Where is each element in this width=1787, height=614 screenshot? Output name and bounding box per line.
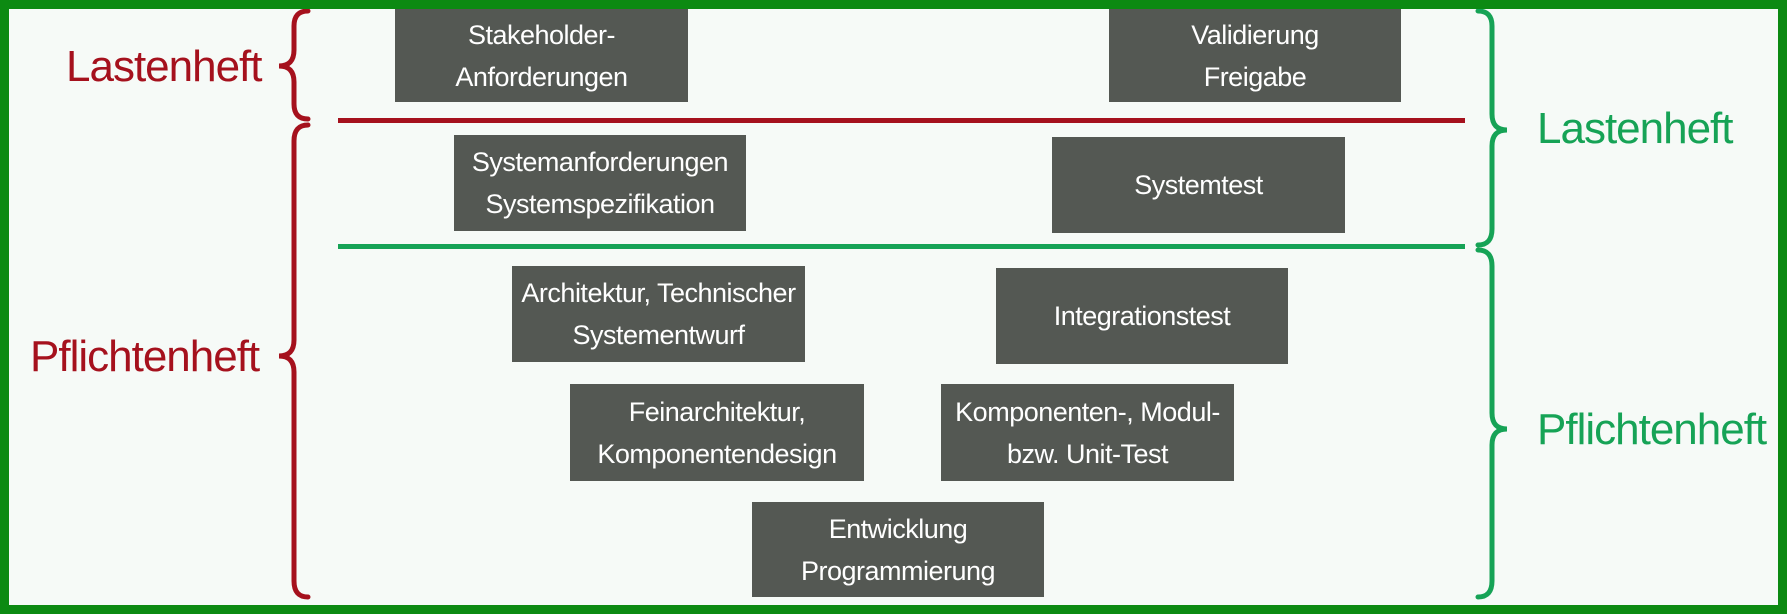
box-architektur: Architektur, Technischer Systementwurf bbox=[512, 266, 805, 362]
box-integrationstest: Integrationstest bbox=[996, 268, 1288, 364]
right-label-lastenheft: Lastenheft bbox=[1537, 104, 1733, 153]
box-text: Stakeholder- bbox=[467, 19, 616, 50]
box-stakeholder-anforderungen: Stakeholder- Anforderungen bbox=[395, 9, 688, 102]
box-text: Feinarchitektur, bbox=[628, 396, 806, 427]
box-systemtest: Systemtest bbox=[1052, 137, 1345, 233]
left-label-pflichtenheft: Pflichtenheft bbox=[30, 332, 260, 381]
box-komponenten-test: Komponenten-, Modul- bzw. Unit-Test bbox=[941, 384, 1234, 481]
box-text: Programmierung bbox=[800, 555, 996, 586]
box-text: Anforderungen bbox=[455, 61, 628, 92]
box-text: Architektur, Technischer bbox=[521, 278, 796, 308]
box-text: Entwicklung bbox=[828, 513, 968, 544]
right-brace-pflichtenheft bbox=[1475, 247, 1508, 600]
box-feinarchitektur: Feinarchitektur, Komponentendesign bbox=[570, 384, 864, 481]
box-text: Validierung bbox=[1191, 19, 1319, 50]
box-text: Systemtest bbox=[1134, 170, 1263, 200]
box-systemanforderungen: Systemanforderungen Systemspezifikation bbox=[454, 135, 746, 231]
box-text: Freigabe bbox=[1203, 61, 1307, 92]
box-text: bzw. Unit-Test bbox=[1006, 438, 1169, 469]
right-brace-lastenheft bbox=[1475, 9, 1508, 248]
left-brace-pflichtenheft bbox=[278, 122, 311, 600]
right-label-pflichtenheft: Pflichtenheft bbox=[1537, 405, 1767, 454]
box-text: Systementwurf bbox=[572, 320, 745, 350]
box-text: Systemanforderungen bbox=[471, 147, 729, 177]
box-validierung-freigabe: Validierung Freigabe bbox=[1109, 9, 1401, 102]
red-separator-line bbox=[338, 118, 1465, 123]
box-text: Integrationstest bbox=[1053, 301, 1231, 331]
green-separator-line bbox=[338, 244, 1465, 249]
box-text: Komponenten-, Modul- bbox=[955, 396, 1220, 427]
box-entwicklung: Entwicklung Programmierung bbox=[752, 502, 1044, 597]
left-brace-lastenheft bbox=[278, 9, 311, 122]
box-text: Systemspezifikation bbox=[485, 189, 715, 219]
left-label-lastenheft: Lastenheft bbox=[66, 42, 262, 91]
box-text: Komponentendesign bbox=[597, 438, 837, 469]
